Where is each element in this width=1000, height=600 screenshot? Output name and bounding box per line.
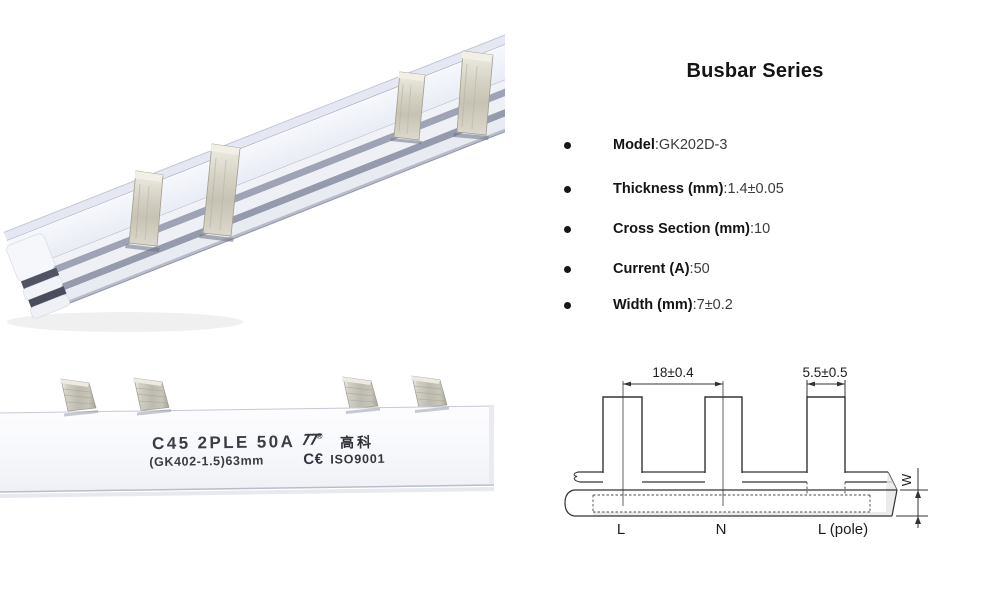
spec-value: 50 [693,261,710,277]
metal-pin [393,71,426,141]
metal-pin [202,143,241,237]
bar-drop-shadow [0,487,494,498]
spec-item-current: Current (A):50 [562,261,955,277]
spec-list: Model:GK202D-3 Thickness (mm):1.4±0.05 C… [562,137,955,313]
spec-item-width: Width (mm):7±0.2 [562,297,955,313]
diagram-pin-l [602,396,643,473]
spec-value: 1.4±0.05 [727,181,784,197]
spec-value: GK202D-3 [658,137,728,153]
spec-label: Width (mm) [613,297,693,313]
brand-chinese-text: 高科 [339,433,375,451]
bullet-icon [564,226,571,233]
spec-item-thickness: Thickness (mm):1.4±0.05 [562,181,955,197]
spec-panel: Busbar Series Model:GK202D-3 Thickness (… [555,60,955,313]
metal-pin [128,170,164,247]
label-photo-pins [60,375,448,412]
spec-label: Model [613,137,655,153]
pin-slot-shadows [125,133,489,252]
dimension-pitch [623,381,723,387]
busbar-label-photo: C45 2PLE 50A TT® 高科 (GK402-1.5)63mm C€ I… [0,368,505,508]
photo-shadow [7,312,243,332]
spec-item-model: Model:GK202D-3 [562,137,955,153]
diagram-bar-front [564,472,898,517]
print-model-text: C45 2PLE 50A [151,432,296,454]
metal-pin [342,376,379,410]
print-spec-text: (GK402-1.5)63mm [149,453,265,470]
busbar-end-profile [6,233,70,319]
dim-pin-width-label: 5.5±0.5 [803,365,848,380]
spec-label: Cross Section (mm) [613,221,750,237]
spec-label: Thickness (mm) [613,181,724,197]
terminal-label-l: L [617,521,625,538]
metal-pin [133,377,170,411]
bullet-icon [564,302,571,309]
dimension-w [896,468,928,528]
iso-cert-text: ISO9001 [330,451,386,467]
brand-logo-tt: TT [298,432,320,450]
busbar-label-drawing [0,375,495,498]
spec-value: 10 [754,221,771,237]
diagram-pin-n [704,396,743,473]
metal-pin [456,50,494,136]
width-label-w: W [899,473,914,486]
busbar-angled-photo [3,24,505,332]
diagram-centerlines [622,381,724,506]
metal-pin [411,375,448,409]
spec-value: 7±0.2 [696,297,733,313]
spec-item-cross-section: Cross Section (mm):10 [562,221,955,237]
brand-logo: TT® [298,432,323,451]
dimension-pin-width [806,380,846,397]
metal-pin [60,378,97,412]
dim-pitch-label: 18±0.4 [652,365,694,380]
busbar-body [3,24,505,319]
metal-pins [128,50,494,247]
busbar-strip [0,405,495,498]
spec-label: Current (A) [613,261,690,277]
bullet-icon [564,186,571,193]
diagram-hidden-lines [592,482,871,513]
ce-mark-icon: C€ [303,450,324,468]
diagram-bar-top-band [573,471,898,491]
dimension-diagram: 18±0.4 5.5±0.5 L N L (pole) W [564,365,928,538]
bullet-icon [564,142,571,149]
bullet-icon [564,266,571,273]
page-title: Busbar Series [686,60,824,82]
terminal-label-n: N [716,521,727,538]
diagram-pin-lpole [806,396,846,473]
printed-label: C45 2PLE 50A TT® 高科 (GK402-1.5)63mm C€ I… [0,365,501,507]
diagram-pins [602,396,846,473]
terminal-label-l-pole: L (pole) [818,521,868,538]
